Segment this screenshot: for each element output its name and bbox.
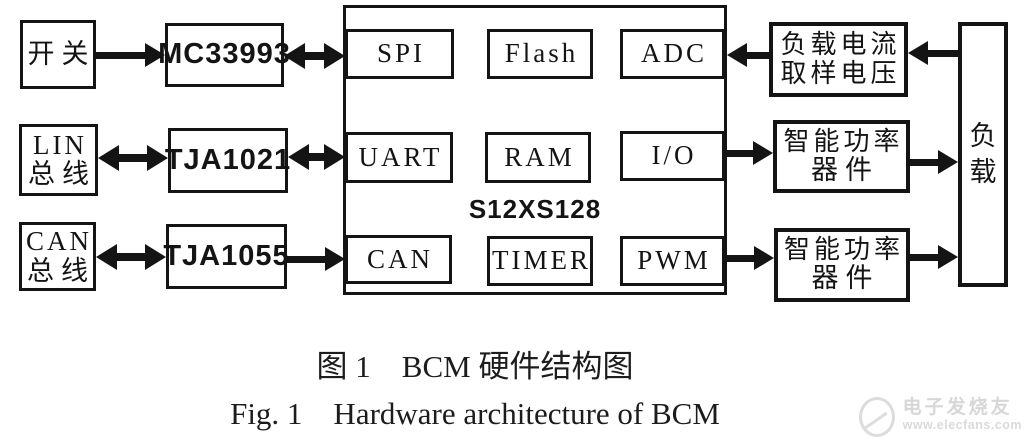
- block-load-char2: 载: [969, 156, 997, 187]
- block-switch: 开关: [20, 20, 96, 89]
- block-lin-bus-line2: 总线: [28, 159, 96, 189]
- module-can-label: CAN: [366, 243, 433, 274]
- block-lin-bus-line1: LIN: [33, 129, 87, 160]
- block-load-char1: 负: [969, 121, 997, 152]
- module-io-label: I/O: [651, 140, 697, 171]
- arrow-shaft: [117, 253, 145, 261]
- arrowhead-right-icon: [753, 141, 773, 165]
- block-tja1021: TJA1021: [164, 128, 292, 193]
- arrow-shaft: [305, 52, 324, 60]
- module-uart: UART: [345, 132, 453, 183]
- module-ram: RAM: [485, 132, 591, 183]
- block-tja1055: TJA1055: [163, 224, 290, 289]
- arrowhead-right-icon: [145, 244, 166, 270]
- arrow-sampling-to-adc: [727, 42, 769, 68]
- arrow-io-to-ipd-top: [727, 140, 773, 166]
- arrow-shaft: [910, 253, 938, 261]
- arrow-ipd-top-to-load: [910, 149, 958, 175]
- module-timer: TIMER: [487, 236, 593, 286]
- arrowhead-right-icon: [754, 246, 774, 270]
- figure-caption-english: Fig. 1 Hardware architecture of BCM: [230, 396, 720, 431]
- arrowhead-left-icon: [96, 244, 117, 270]
- arrow-switch-to-mc33993: [96, 42, 165, 68]
- figure-caption-chinese: 图 1 BCM 硬件结构图: [316, 349, 634, 384]
- arrow-shaft: [309, 153, 324, 161]
- block-tja1055-label: TJA1055: [163, 239, 290, 272]
- arrowhead-right-icon: [324, 43, 345, 69]
- block-ipd-top: 智能功率 器件: [773, 120, 910, 193]
- module-pwm: PWM: [620, 236, 725, 286]
- arrowhead-left-icon: [284, 43, 305, 69]
- module-flash: Flash: [487, 29, 593, 79]
- mcu-part-number: S12XS128: [468, 194, 602, 224]
- block-mc33993: MC33993: [158, 23, 290, 87]
- arrow-tja1021-uart-bidirectional: [288, 144, 345, 170]
- block-lin-bus: LIN 总线: [19, 124, 98, 196]
- elecfans-watermark: 电子发烧友 www.elecfans.com: [857, 393, 1022, 437]
- block-ipd-top-line1: 智能功率: [783, 126, 904, 156]
- module-ram-label: RAM: [504, 141, 575, 172]
- block-ipd-bottom-line2: 器件: [811, 263, 880, 294]
- arrow-shaft: [287, 255, 325, 263]
- watermark-site-url: www.elecfans.com: [902, 417, 1022, 432]
- arrow-linbus-tja1021-bidirectional: [98, 145, 168, 171]
- arrow-load-to-sampling: [908, 40, 958, 66]
- block-ipd-bottom-line1: 智能功率: [783, 235, 904, 265]
- module-uart-label: UART: [358, 141, 443, 172]
- arrowhead-right-icon: [324, 144, 345, 170]
- arrow-canbus-tja1055-bidirectional: [96, 244, 166, 270]
- arrow-pwm-to-ipd-bottom: [727, 245, 774, 271]
- arrowhead-right-icon: [147, 145, 168, 171]
- watermark-site-name: 电子发烧友: [902, 396, 1013, 418]
- arrowhead-left-icon: [288, 144, 309, 170]
- arrow-ipd-bottom-to-load: [910, 244, 958, 270]
- arrow-shaft: [727, 254, 754, 262]
- module-adc-label: ADC: [640, 38, 707, 69]
- block-can-bus-line2: 总线: [27, 255, 95, 286]
- module-io: I/O: [620, 131, 725, 181]
- logo-ring-shape: [858, 397, 895, 437]
- elecfans-logo-icon: [857, 393, 895, 437]
- block-current-sampling: 负载电流 取样电压: [769, 22, 908, 97]
- module-adc: ADC: [620, 29, 725, 79]
- arrowhead-right-icon: [938, 245, 958, 269]
- arrowhead-left-icon: [98, 145, 119, 171]
- module-spi-label: SPI: [376, 38, 426, 69]
- arrow-shaft: [910, 158, 938, 166]
- block-ipd-bottom: 智能功率 器件: [774, 228, 910, 302]
- module-can: CAN: [345, 235, 452, 284]
- arrowhead-right-icon: [145, 43, 165, 67]
- arrow-shaft: [119, 154, 147, 162]
- arrowhead-left-icon: [727, 43, 747, 67]
- arrowhead-right-icon: [938, 150, 958, 174]
- arrow-shaft: [928, 49, 958, 57]
- arrow-tja1055-to-can: [287, 246, 345, 272]
- module-pwm-label: PWM: [637, 245, 711, 276]
- arrowhead-left-icon: [908, 41, 928, 65]
- module-timer-label: TIMER: [492, 245, 591, 276]
- block-tja1021-label: TJA1021: [164, 143, 292, 176]
- module-spi: SPI: [345, 29, 454, 79]
- arrow-shaft: [727, 149, 753, 157]
- block-ipd-top-line2: 器件: [811, 154, 879, 185]
- arrow-shaft: [747, 51, 769, 59]
- arrowhead-right-icon: [325, 247, 345, 271]
- block-can-bus-line1: CAN: [25, 226, 92, 257]
- arrow-shaft: [96, 51, 145, 59]
- block-can-bus: CAN 总线: [19, 222, 96, 291]
- block-mc33993-label: MC33993: [158, 38, 291, 71]
- module-flash-label: Flash: [504, 38, 579, 69]
- arrow-mc33993-spi-bidirectional: [284, 43, 345, 69]
- block-load: 负 载: [958, 22, 1008, 287]
- block-current-sampling-line1: 负载电流: [780, 30, 901, 60]
- block-switch-label: 开关: [27, 38, 96, 69]
- block-current-sampling-line2: 取样电压: [780, 58, 901, 88]
